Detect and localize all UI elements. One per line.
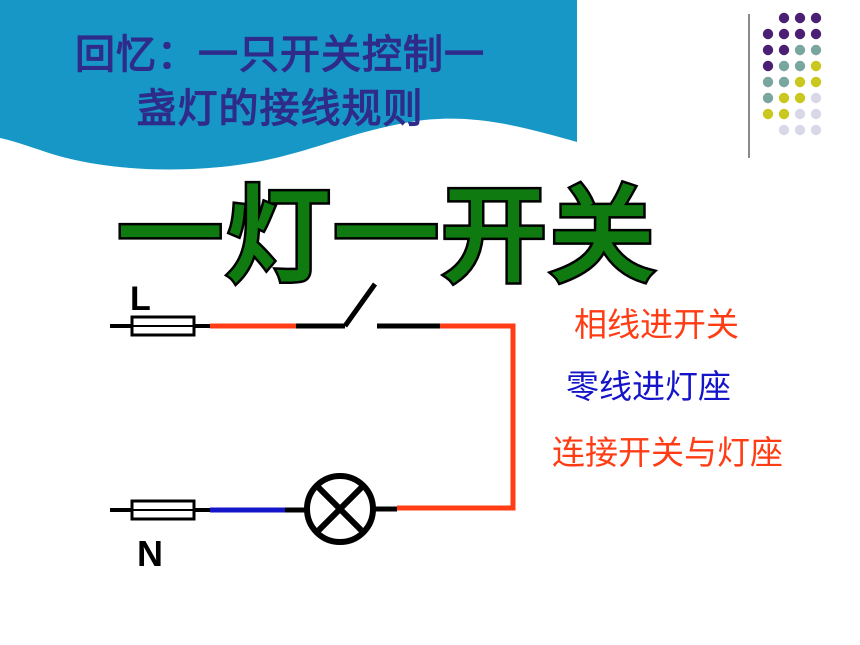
decorative-dot <box>794 124 806 136</box>
decorative-dot <box>794 60 806 72</box>
decorative-dot <box>762 108 774 120</box>
slogan-banner: 一灯一开关 <box>115 173 658 291</box>
decorative-dot <box>778 44 790 56</box>
decorative-dot <box>794 76 806 88</box>
decorative-dot <box>778 92 790 104</box>
lamp-cross-2 <box>314 483 366 535</box>
decorative-dot <box>762 76 774 88</box>
vertical-divider <box>748 14 750 158</box>
decorative-dot <box>810 92 822 104</box>
decorative-dot <box>794 12 806 24</box>
decorative-dot <box>810 28 822 40</box>
decorative-dot <box>778 76 790 88</box>
decorative-dot-grid <box>762 12 822 136</box>
banner-shape <box>0 0 577 170</box>
rule-live-to-switch: 相线进开关 <box>574 305 739 344</box>
rule-neutral-to-lamp-holder: 零线进灯座 <box>566 367 731 406</box>
decorative-dot <box>794 92 806 104</box>
decorative-dot <box>794 108 806 120</box>
decorative-dot <box>810 76 822 88</box>
title-line-2: 盏灯的接线规则 <box>136 86 424 132</box>
switch-blade <box>342 282 378 328</box>
neutral-label: N <box>137 533 163 574</box>
slide-title: 回忆：一只开关控制一 盏灯的接线规则 <box>0 28 560 136</box>
decorative-dot <box>794 28 806 40</box>
live-label: L <box>130 280 151 318</box>
decorative-dot <box>762 60 774 72</box>
decorative-dot <box>762 92 774 104</box>
decorative-dot <box>778 28 790 40</box>
live-wire-red-2 <box>397 323 516 511</box>
decorative-dot <box>762 44 774 56</box>
title-line-1: 回忆：一只开关控制一 <box>75 32 485 78</box>
decorative-dot <box>810 60 822 72</box>
slogan-text: 一灯一开关 <box>118 175 658 290</box>
decorative-dot <box>810 124 822 136</box>
decorative-dot <box>762 28 774 40</box>
decorative-dot <box>778 108 790 120</box>
decorative-dot <box>810 12 822 24</box>
decorative-dot <box>810 44 822 56</box>
decorative-dot <box>778 60 790 72</box>
decorative-dot <box>778 12 790 24</box>
decorative-dot <box>778 124 790 136</box>
decorative-dot <box>810 108 822 120</box>
circuit-diagram: L N <box>110 280 516 574</box>
rule-connect-switch-and-holder: 连接开关与灯座 <box>552 433 783 472</box>
decorative-dot <box>794 44 806 56</box>
title-banner <box>0 0 577 170</box>
